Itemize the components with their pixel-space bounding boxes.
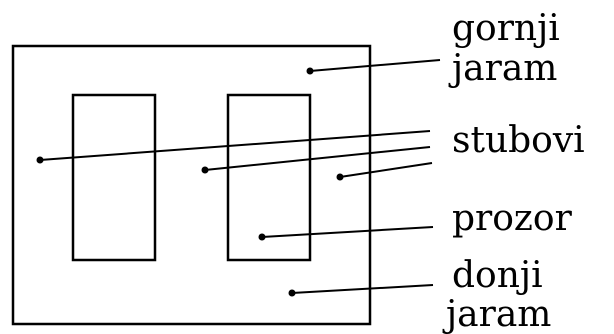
- leader-leg-right: [336, 162, 433, 181]
- label-upper-yoke-line1: gornji: [452, 8, 560, 49]
- window-right: [226, 93, 312, 262]
- label-lower-yoke-line2: jaram: [442, 294, 551, 334]
- label-legs: stubovi: [452, 120, 585, 161]
- window-left: [71, 93, 157, 262]
- leader-leg-middle: [201, 146, 431, 174]
- core-outline: [11, 44, 372, 326]
- leader-lower-yoke: [288, 284, 434, 297]
- label-lower-yoke-line1: donji: [452, 255, 543, 296]
- label-window: prozor: [452, 198, 573, 239]
- leader-upper-yoke: [306, 59, 441, 75]
- leader-window: [258, 226, 434, 241]
- leader-leg-left: [36, 130, 431, 164]
- label-upper-yoke-line2: jaram: [448, 48, 557, 89]
